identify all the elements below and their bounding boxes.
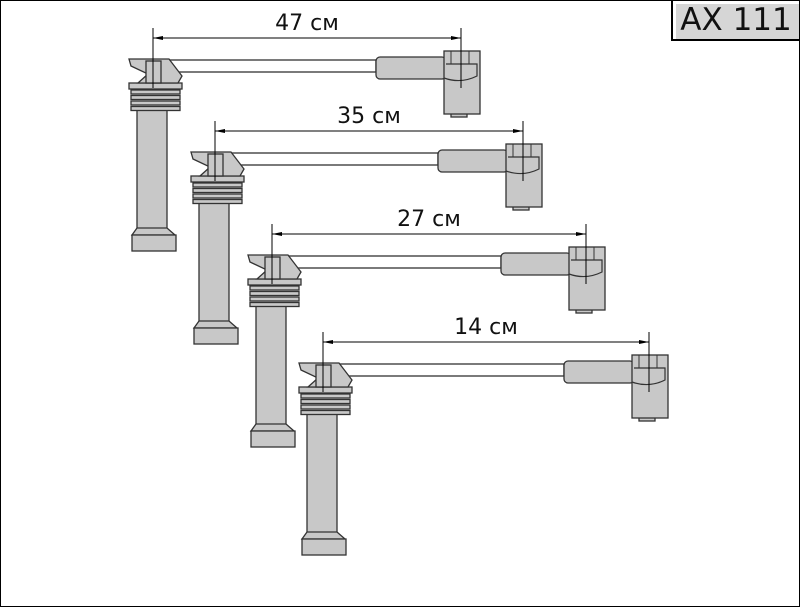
arrow-left-icon <box>272 232 282 236</box>
arrow-right-icon <box>451 36 461 40</box>
cable-3: 27 см <box>247 207 606 448</box>
connector-tube <box>500 252 572 276</box>
elbow-housing <box>443 50 481 115</box>
boot-rib <box>192 198 243 205</box>
boot-rib <box>300 404 351 410</box>
cable-1: 47 см <box>128 11 481 252</box>
wire <box>336 363 565 377</box>
arrow-right-icon <box>576 232 586 236</box>
boot-rib <box>192 187 243 194</box>
boot-shaft <box>136 109 168 233</box>
boot-flange <box>190 175 245 183</box>
cable-2: 35 см <box>190 104 543 345</box>
cable-4: 14 см <box>298 315 669 556</box>
boot-flare <box>249 423 296 432</box>
elbow-cup <box>443 63 478 82</box>
model-label: AX 111 <box>671 1 799 41</box>
length-label: 27 см <box>397 207 461 232</box>
arrow-right-icon <box>513 129 523 133</box>
elbow-cup <box>568 259 603 278</box>
boot-flange <box>298 386 353 394</box>
wire <box>285 255 502 269</box>
boot-shaft <box>255 305 287 429</box>
boot-flange <box>128 82 183 90</box>
boot-rib <box>249 296 300 302</box>
connector-tube <box>563 360 635 384</box>
elbow-cup <box>631 367 666 386</box>
boot-rib <box>130 105 181 112</box>
boot-shaft <box>198 202 230 326</box>
wire <box>166 59 377 73</box>
connector-tube <box>437 149 509 173</box>
boot-shaft <box>306 413 338 537</box>
boot-flange <box>247 278 302 286</box>
length-label: 35 см <box>337 104 401 129</box>
boot-rib <box>300 409 351 416</box>
boot-rib <box>249 301 300 308</box>
arrow-right-icon <box>639 340 649 344</box>
boot-rib <box>192 182 243 188</box>
boot-rib <box>300 393 351 399</box>
boot-rib <box>300 398 351 405</box>
boot-rib <box>130 94 181 101</box>
boot-flare <box>192 320 239 329</box>
arrow-left-icon <box>153 36 163 40</box>
elbow-housing <box>568 246 606 311</box>
arrow-left-icon <box>323 340 333 344</box>
boot-foot <box>301 538 347 556</box>
boot-rib <box>130 100 181 106</box>
boot-rib <box>192 193 243 199</box>
elbow-housing <box>505 143 543 208</box>
length-label: 47 см <box>275 11 339 36</box>
boot-foot <box>250 430 296 448</box>
wire <box>228 152 439 166</box>
boot-flare <box>130 227 177 236</box>
boot-rib <box>249 290 300 297</box>
elbow-housing <box>631 354 669 419</box>
boot-rib <box>249 285 300 291</box>
elbow-cup <box>505 156 540 175</box>
connector-tube <box>375 56 447 80</box>
boot-foot <box>193 327 239 345</box>
length-label: 14 см <box>454 315 518 340</box>
boot-foot <box>131 234 177 252</box>
arrow-left-icon <box>215 129 225 133</box>
boot-rib <box>130 89 181 95</box>
boot-flare <box>300 531 347 540</box>
